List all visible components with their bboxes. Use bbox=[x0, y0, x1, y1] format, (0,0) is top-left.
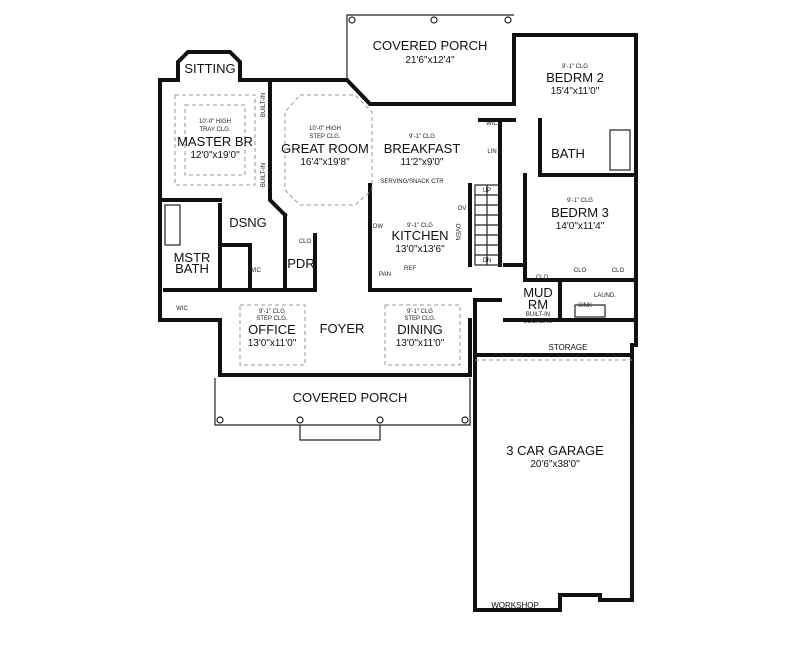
rooms-bedrm3-name-label: BEDRM 3 bbox=[551, 205, 609, 220]
rooms-front-porch-name-label: COVERED PORCH bbox=[293, 390, 408, 405]
rooms-kitchen-ceiling-label: 9'-1" CLG bbox=[407, 223, 433, 229]
rooms-dsng-name-label: DSNG bbox=[229, 215, 267, 230]
labels-built-in-label: BUILT-IN bbox=[261, 163, 267, 187]
rooms-mud-line2-label: RM bbox=[528, 297, 548, 312]
rooms-dining-ceiling2-label: STEP CLG. bbox=[404, 316, 436, 322]
rooms-mstr-bath-line1-label: MSTR bbox=[174, 250, 211, 265]
rooms-bedrm2-size-label: 15'4"x11'0" bbox=[551, 86, 600, 97]
rooms-storage-name-label: STORAGE bbox=[549, 343, 588, 352]
rooms-rear-porch-name-label: COVERED PORCH bbox=[373, 38, 488, 53]
labels-lockers2-label: LOCKERS bbox=[524, 319, 553, 325]
stairs bbox=[474, 184, 501, 266]
rooms-master-size-label: 12'0"x19'0" bbox=[190, 150, 240, 161]
exterior-walls bbox=[158, 33, 638, 377]
labels-laund-label: LAUND. bbox=[594, 293, 616, 299]
rooms-dining-ceiling1-label: 9'-1" CLG bbox=[407, 309, 433, 315]
laundry-sink bbox=[574, 304, 606, 318]
labels-clo-label: CLO bbox=[612, 268, 625, 274]
rooms-kitchen-size-label: 13'0"x13'6" bbox=[395, 244, 445, 255]
rooms-mstr-bath-line2-label: BATH bbox=[175, 261, 209, 276]
rooms-bath-name-label: BATH bbox=[551, 146, 585, 161]
rooms-foyer-name-label: FOYER bbox=[320, 321, 365, 336]
labels-dn-label: DN bbox=[483, 258, 492, 264]
rooms-bedrm2-name-label: BEDRM 2 bbox=[546, 70, 604, 85]
rooms-great-ceiling1-label: 10'-0" HIGH bbox=[309, 126, 341, 132]
rooms-bedrm3-size-label: 14'0"x11'4" bbox=[556, 221, 605, 232]
bath-tub bbox=[609, 129, 631, 171]
front-porch-outline bbox=[214, 378, 471, 441]
rooms-office-ceiling1-label: 9'-1" CLG bbox=[259, 309, 285, 315]
rooms-dining-name-label: DINING bbox=[397, 322, 443, 337]
rooms-sitting-name-label: SITTING bbox=[184, 61, 235, 76]
rooms-workshop-name-label: WORKSHOP bbox=[491, 601, 539, 610]
labels-wic-label: WIC bbox=[486, 121, 498, 127]
rooms-breakfast-size-label: 11'2"x9'0" bbox=[401, 157, 444, 168]
labels-sink-label: SINK bbox=[578, 303, 592, 309]
interior-walls bbox=[158, 78, 638, 322]
master-tub bbox=[164, 204, 181, 246]
labels-ref-label: REF bbox=[404, 266, 416, 272]
labels-pan-label: PAN bbox=[379, 272, 391, 278]
rooms-dining-size-label: 13'0"x11'0" bbox=[396, 338, 445, 349]
rooms-garage-name-label: 3 CAR GARAGE bbox=[506, 443, 604, 458]
labels-up-label: UP bbox=[483, 188, 491, 194]
rear-porch-outline bbox=[346, 14, 514, 78]
rooms-office-size-label: 13'0"x11'0" bbox=[248, 338, 297, 349]
rooms-breakfast-ceiling-label: 9'-1" CLG bbox=[409, 134, 435, 140]
rooms-master-ceiling1-label: 10'-0" HIGH bbox=[199, 119, 231, 125]
labels-wic-label: WIC bbox=[249, 268, 261, 274]
labels-lockers1-label: BUILT-IN bbox=[526, 312, 550, 318]
rooms-office-name-label: OFFICE bbox=[248, 322, 296, 337]
rooms-office-ceiling2-label: STEP CLG. bbox=[256, 316, 288, 322]
rooms-kitchen-name-label: KITCHEN bbox=[391, 228, 448, 243]
labels-built-in-label: BUILT-IN bbox=[261, 93, 267, 117]
labels-serving-label: SERVING/SNACK CTR bbox=[380, 179, 444, 185]
labels-clo-label: CLO bbox=[536, 275, 549, 281]
rooms-great-size-label: 16'4"x19'8" bbox=[300, 157, 350, 168]
rooms-master-ceiling2-label: TRAY CLG. bbox=[199, 127, 230, 133]
garage-walls bbox=[473, 298, 634, 612]
rooms-great-name-label: GREAT ROOM bbox=[281, 141, 369, 156]
labels-lin-label: LIN bbox=[487, 149, 496, 155]
labels-dw-label: DW bbox=[373, 224, 383, 230]
labels-oven-label: OVEN bbox=[454, 223, 460, 240]
labels-clo-label: CLO bbox=[574, 268, 587, 274]
rooms-great-ceiling2-label: STEP CLG. bbox=[309, 134, 341, 140]
rooms-rear-porch-size-label: 21'6"x12'4" bbox=[405, 55, 455, 66]
rooms-bedrm3-ceiling-label: 9'-1" CLG bbox=[567, 198, 593, 204]
labels-clo-label: CLO bbox=[299, 239, 312, 245]
labels-ov-label: OV bbox=[458, 206, 467, 212]
rooms-pdr-name-label: PDR bbox=[287, 256, 314, 271]
rooms-mud-line1-label: MUD bbox=[523, 285, 553, 300]
rooms-garage-size-label: 20'6"x38'0" bbox=[530, 459, 580, 470]
rooms-bedrm2-ceiling-label: 9'-1" CLG bbox=[562, 64, 588, 70]
labels-wic-label: WIC bbox=[176, 306, 188, 312]
rooms-master-name-label: MASTER BR bbox=[177, 134, 253, 149]
rooms-breakfast-name-label: BREAKFAST bbox=[384, 141, 461, 156]
